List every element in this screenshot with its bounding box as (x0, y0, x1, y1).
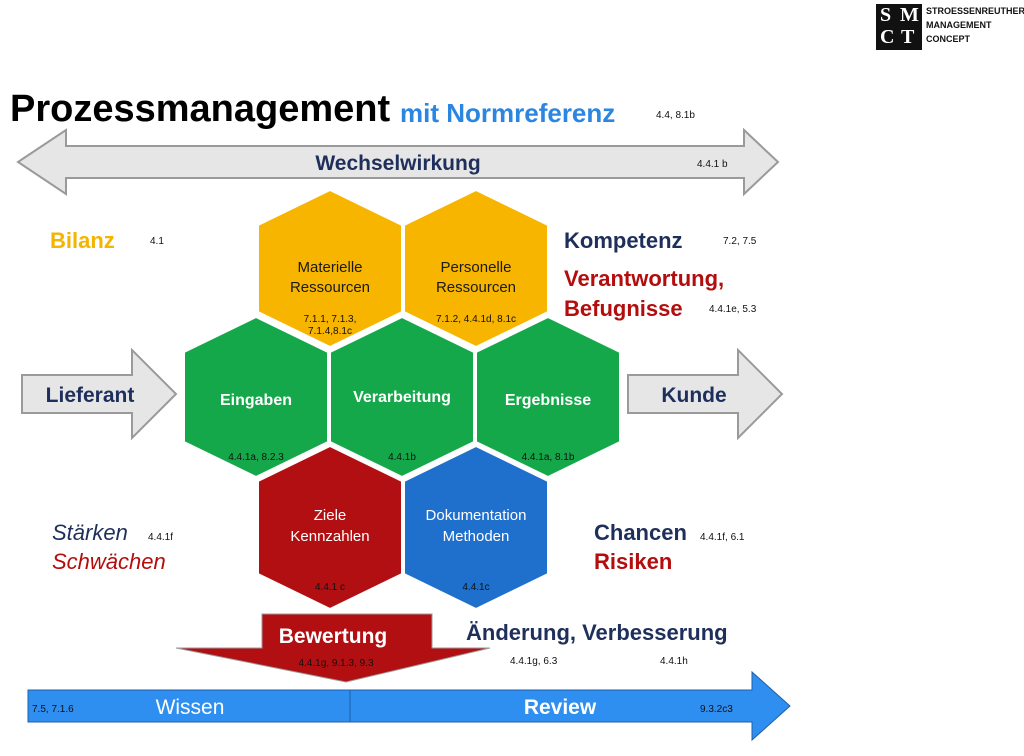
hex-ref: 4.4.1a, 8.1b (522, 452, 575, 463)
chancen-label: Chancen (594, 520, 687, 545)
logo-line: CONCEPT (926, 34, 971, 44)
chancen-ref: 4.4.1f, 6.1 (700, 532, 745, 543)
lieferant-label: Lieferant (46, 384, 135, 407)
wechselwirkung-ref: 4.4.1 b (697, 159, 728, 170)
bewertung-label: Bewertung (279, 625, 388, 648)
lieferant-arrow (21, 347, 178, 441)
hex-label: Dokumentation (426, 507, 527, 524)
hex-eingaben (183, 315, 329, 479)
hex-verarbeitung (329, 315, 475, 479)
hex-ref: 4.4.1b (388, 452, 416, 463)
verantwortung-ref: 4.4.1e, 5.3 (709, 304, 757, 315)
logo-letter: C (880, 26, 895, 48)
hex-label: Ergebnisse (505, 392, 591, 409)
hex-label: Materielle (297, 259, 362, 276)
wechselwirkung-label: Wechselwirkung (315, 152, 480, 175)
logo-letter: S (880, 4, 892, 26)
logo-line: STROESSENREUTHER (926, 6, 1024, 16)
hex-ref: 4.4.1c (462, 582, 489, 593)
hex-ziele-kennzahlen (257, 444, 403, 611)
aenderung-ref-2: 4.4.1h (660, 656, 688, 667)
befugnisse-label: Befugnisse (564, 296, 683, 321)
hex-ref: 7.1.2, 4.4.1d, 8.1c (436, 314, 516, 325)
bilanz-label: Bilanz (50, 228, 115, 253)
hex-label: Ressourcen (290, 279, 370, 296)
wissen-review-arrow (27, 670, 791, 742)
logo-line: MANAGEMENT (926, 20, 992, 30)
hex-personelle-ressourcen (403, 188, 549, 349)
hex-ref: 4.4.1a, 8.2.3 (228, 452, 284, 463)
aenderung-ref-1: 4.4.1g, 6.3 (510, 656, 558, 667)
bewertung-arrow (175, 613, 491, 683)
staerken-ref: 4.4.1f (148, 532, 174, 543)
schwaechen-label: Schwächen (52, 549, 166, 574)
hex-label: Methoden (443, 528, 510, 545)
hex-ref: 7.1.4,8.1c (308, 326, 352, 337)
logo: S M C T STROESSENREUTHER MANAGEMENT CONC… (876, 4, 1024, 54)
verantwortung-label: Verantwortung, (564, 266, 725, 291)
hex-label: Ressourcen (436, 279, 516, 296)
hex-ref: 7.1.1, 7.1.3, (304, 314, 357, 325)
wissen-label: Wissen (156, 696, 225, 719)
kunde-arrow (627, 347, 784, 441)
hex-materielle-ressourcen (257, 188, 403, 349)
kompetenz-ref: 7.2, 7.5 (723, 236, 757, 247)
hex-label: Eingaben (220, 392, 292, 409)
aenderung-label: Änderung, Verbesserung (466, 620, 728, 645)
hex-label: Kennzahlen (290, 528, 369, 545)
hex-label: Ziele (314, 507, 347, 524)
hex-label: Personelle (441, 259, 512, 276)
kompetenz-label: Kompetenz (564, 228, 683, 253)
staerken-label: Stärken (52, 520, 128, 545)
hex-ergebnisse (475, 315, 621, 479)
hex-dokumentation-methoden (403, 444, 549, 611)
bottom-left-ref: 7.5, 7.1.6 (32, 704, 74, 715)
bilanz-ref: 4.1 (150, 236, 164, 247)
risiken-label: Risiken (594, 549, 673, 574)
page-title: Prozessmanagement (10, 88, 391, 130)
page-subtitle: mit Normreferenz (400, 98, 616, 128)
wechselwirkung-arrow (16, 127, 780, 197)
logo-letter: T (901, 26, 915, 48)
review-label: Review (524, 696, 597, 719)
title-ref: 4.4, 8.1b (656, 110, 695, 121)
logo-mark: S M C T (876, 4, 922, 50)
hex-ref: 4.4.1 c (315, 582, 345, 593)
kunde-label: Kunde (661, 384, 726, 407)
bottom-right-ref: 9.3.2c3 (700, 704, 733, 715)
logo-letter: M (900, 4, 919, 26)
bewertung-ref: 4.4.1g, 9.1.3, 9.3 (298, 658, 373, 669)
hex-label: Verarbeitung (353, 389, 451, 406)
